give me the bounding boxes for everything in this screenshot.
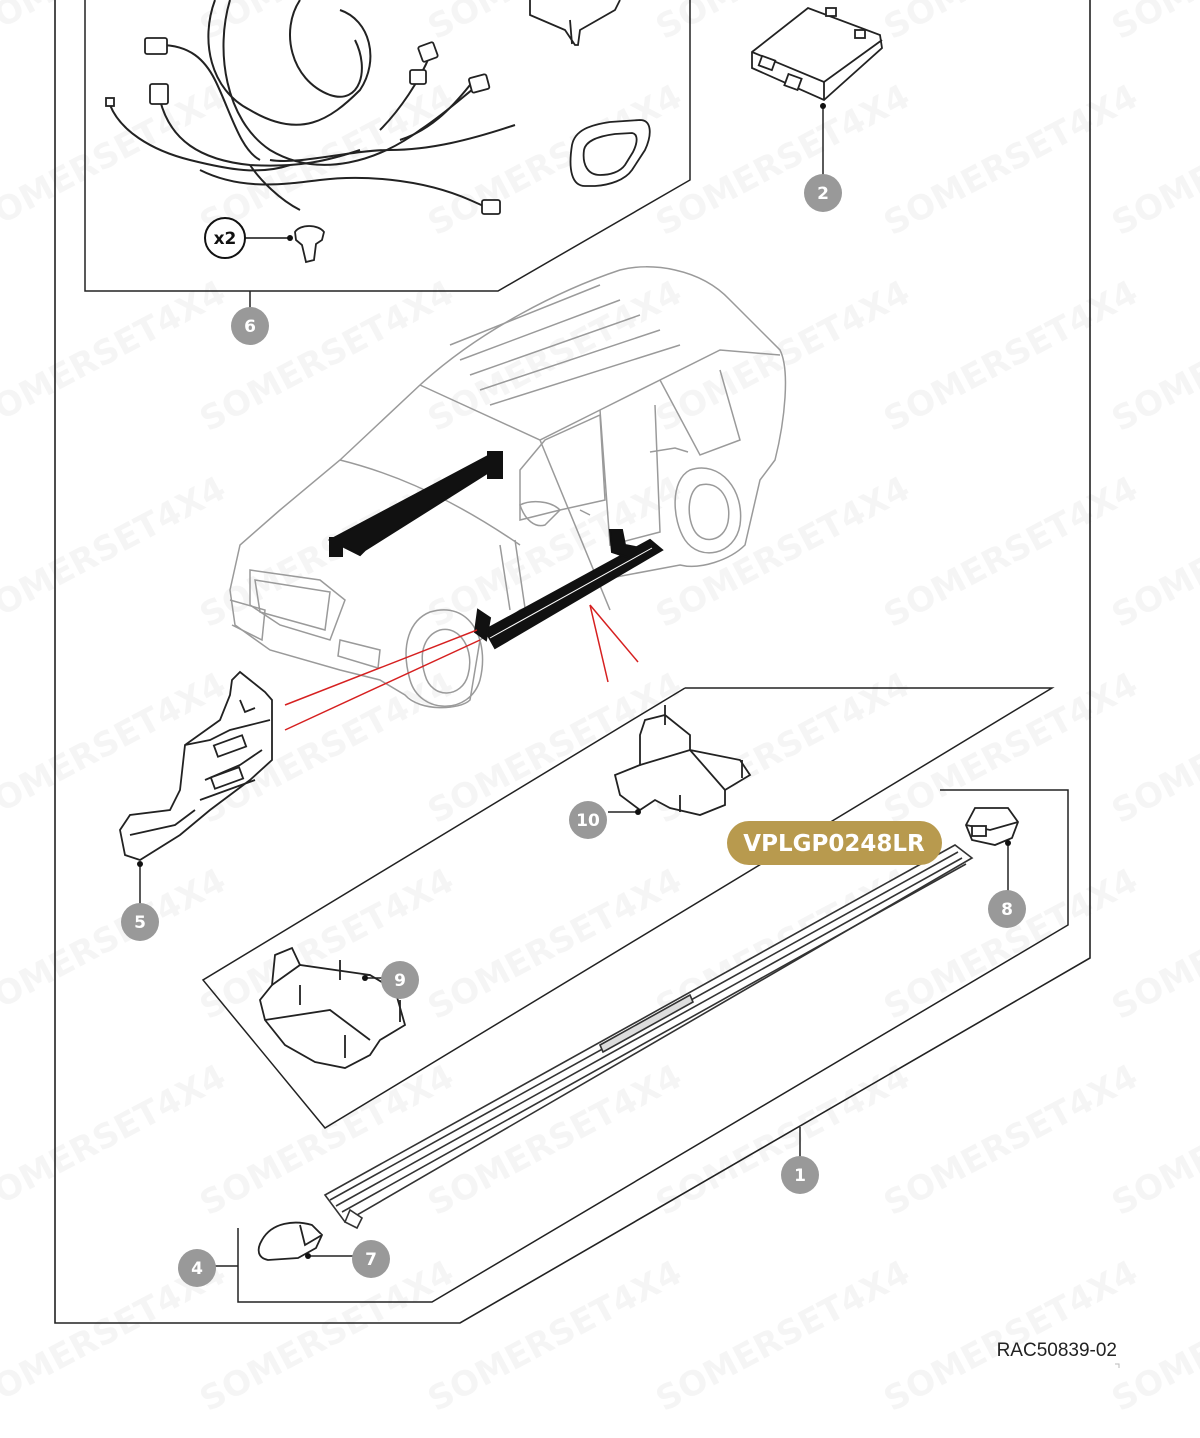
watermark-text: SOMERSET4X4 bbox=[0, 1057, 232, 1224]
watermark-text: SOMERSET4X4 bbox=[421, 1253, 688, 1420]
watermark-text: SOMERSET4X4 bbox=[0, 469, 232, 636]
callout-2: 2 bbox=[804, 174, 842, 212]
panel-running-board bbox=[237, 789, 1069, 1303]
switch-bezel bbox=[569, 119, 651, 187]
harness-connectors bbox=[105, 37, 501, 215]
callout-4: 4 bbox=[178, 1249, 216, 1287]
control-module bbox=[751, 6, 883, 102]
watermark-text: SOMERSET4X4 bbox=[421, 273, 688, 440]
watermark-text: SOMERSET4X4 bbox=[0, 273, 232, 440]
bracket-part-9 bbox=[259, 946, 407, 1069]
vehicle-step-highlight bbox=[327, 451, 664, 650]
watermark-text: SOMERSET4X4 bbox=[877, 469, 1144, 636]
callout-6: 6 bbox=[231, 307, 269, 345]
clip-part: x2 bbox=[204, 217, 325, 264]
wiring-harness bbox=[109, 0, 516, 211]
watermark-text: SOMERSET4X4 bbox=[877, 77, 1144, 244]
callout-9-label: 9 bbox=[394, 971, 406, 991]
callout-4-label: 4 bbox=[191, 1259, 203, 1279]
watermark-text: SOMERSET4X4 bbox=[193, 0, 460, 48]
callout-10: 10 bbox=[569, 801, 607, 839]
panel-rear-brackets bbox=[201, 687, 1055, 1129]
red-leader-lines bbox=[284, 604, 639, 731]
vehicle-illustration bbox=[229, 266, 787, 709]
callout-5: 5 bbox=[121, 903, 159, 941]
front-bracket-part bbox=[119, 670, 273, 861]
watermark-text: SOMERSET4X4 bbox=[0, 77, 232, 244]
watermark-text: SOMERSET4X4 bbox=[193, 273, 460, 440]
bracket-part-10 bbox=[613, 705, 752, 816]
watermark-text: SOMERSET4X4 bbox=[649, 469, 916, 636]
callout-9: 9 bbox=[381, 961, 419, 999]
callout-7: 7 bbox=[352, 1240, 390, 1278]
clip-fastener bbox=[294, 225, 325, 264]
watermark-text: SOMERSET4X4 bbox=[421, 77, 688, 244]
end-cap-part-7 bbox=[257, 1221, 324, 1261]
callout-2-label: 2 bbox=[817, 184, 829, 204]
watermark-text: SOMERSET4X4 bbox=[877, 273, 1144, 440]
callout-1: 1 bbox=[781, 1156, 819, 1194]
watermark-text: SOMERSET4X4 bbox=[0, 861, 232, 1028]
callout-6-label: 6 bbox=[244, 317, 256, 337]
reference-code: RAC50839-02 bbox=[997, 1340, 1117, 1361]
watermark-text: SOMERSET4X4 bbox=[193, 1253, 460, 1420]
vehicle-step-outline bbox=[489, 547, 653, 639]
watermark-text: SOMERSET4X4 bbox=[0, 0, 232, 48]
callout-8-label: 8 bbox=[1001, 900, 1013, 920]
callout-7-label: 7 bbox=[365, 1250, 377, 1270]
kit-code-label: VPLGP0248LR bbox=[743, 831, 925, 857]
callout-1-label: 1 bbox=[794, 1166, 806, 1186]
callout-10-label: 10 bbox=[576, 811, 600, 831]
watermark-text: SOMERSET4X4 bbox=[877, 0, 1144, 48]
watermark-text: SOMERSET4X4 bbox=[649, 1253, 916, 1420]
end-cap-part-8 bbox=[965, 807, 1020, 846]
mounting-bracket-top bbox=[529, 0, 621, 46]
outer-frame bbox=[54, 0, 1091, 1324]
watermark-text: SOMERSET4X4 bbox=[877, 665, 1144, 832]
panel-harness-kit bbox=[84, 0, 691, 292]
callout-8: 8 bbox=[988, 890, 1026, 928]
corner-mark bbox=[1115, 1363, 1120, 1368]
callout-5-label: 5 bbox=[134, 913, 146, 933]
kit-code-badge: VPLGP0248LR bbox=[727, 821, 942, 865]
watermark-text: SOMERSET4X4 bbox=[877, 1253, 1144, 1420]
quantity-label: x2 bbox=[214, 229, 237, 249]
watermark-text: SOMERSET4X4 bbox=[421, 861, 688, 1028]
watermark-text: SOMERSET4X4 bbox=[1105, 0, 1200, 48]
watermark-text: SOMERSET4X4 bbox=[877, 1057, 1144, 1224]
running-board-part bbox=[323, 844, 974, 1230]
